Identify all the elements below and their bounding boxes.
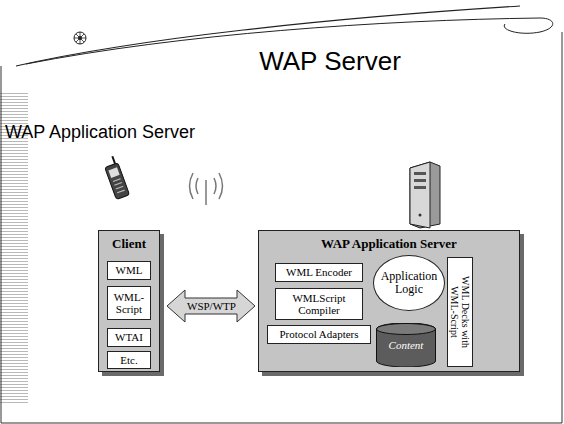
edge-label: WSP/WTP (185, 300, 238, 312)
client-component: Etc. (107, 351, 151, 369)
box-label: WML Decks with WML-Script (449, 267, 471, 357)
server-component: WMLScript Compiler (275, 288, 363, 320)
box-label: WMLScript Compiler (279, 292, 359, 316)
logic-circle: Application Logic (373, 255, 445, 311)
box-label: Content (389, 339, 424, 351)
subtitle: WAP Application Server (5, 122, 195, 143)
box-label: WTAI (115, 331, 143, 343)
box-label: WML (116, 264, 143, 276)
server-component: Protocol Adapters (267, 325, 371, 344)
client-component: WML (107, 261, 151, 280)
slide-title: WAP Server (200, 46, 460, 77)
protocol-arrow (167, 290, 255, 322)
box-heading: WAP Application Server (259, 236, 519, 252)
slide-border (1, 32, 562, 423)
server-component: WML Encoder (275, 263, 363, 282)
box-label: Etc. (120, 354, 137, 366)
decks-box: WML Decks with WML-Script (447, 257, 473, 367)
box-heading: Client (99, 236, 159, 252)
content-cylinder: Content (376, 323, 436, 367)
box-label: WML Encoder (286, 266, 352, 278)
flower-ornament (74, 32, 86, 44)
client-component: WTAI (107, 328, 151, 347)
box-label: Application Logic (378, 270, 440, 296)
radio-waves-icon (190, 173, 223, 205)
box-label: WML-Script (111, 291, 147, 315)
client-box: ClientWML WML-ScriptWTAI Etc. (98, 230, 160, 372)
client-component: WML-Script (107, 286, 151, 320)
phone-icon (102, 155, 130, 199)
server-box: WAP Application ServerWML EncoderWMLScri… (258, 230, 520, 372)
server-tower-icon (410, 162, 440, 228)
box-label: Protocol Adapters (279, 328, 358, 340)
